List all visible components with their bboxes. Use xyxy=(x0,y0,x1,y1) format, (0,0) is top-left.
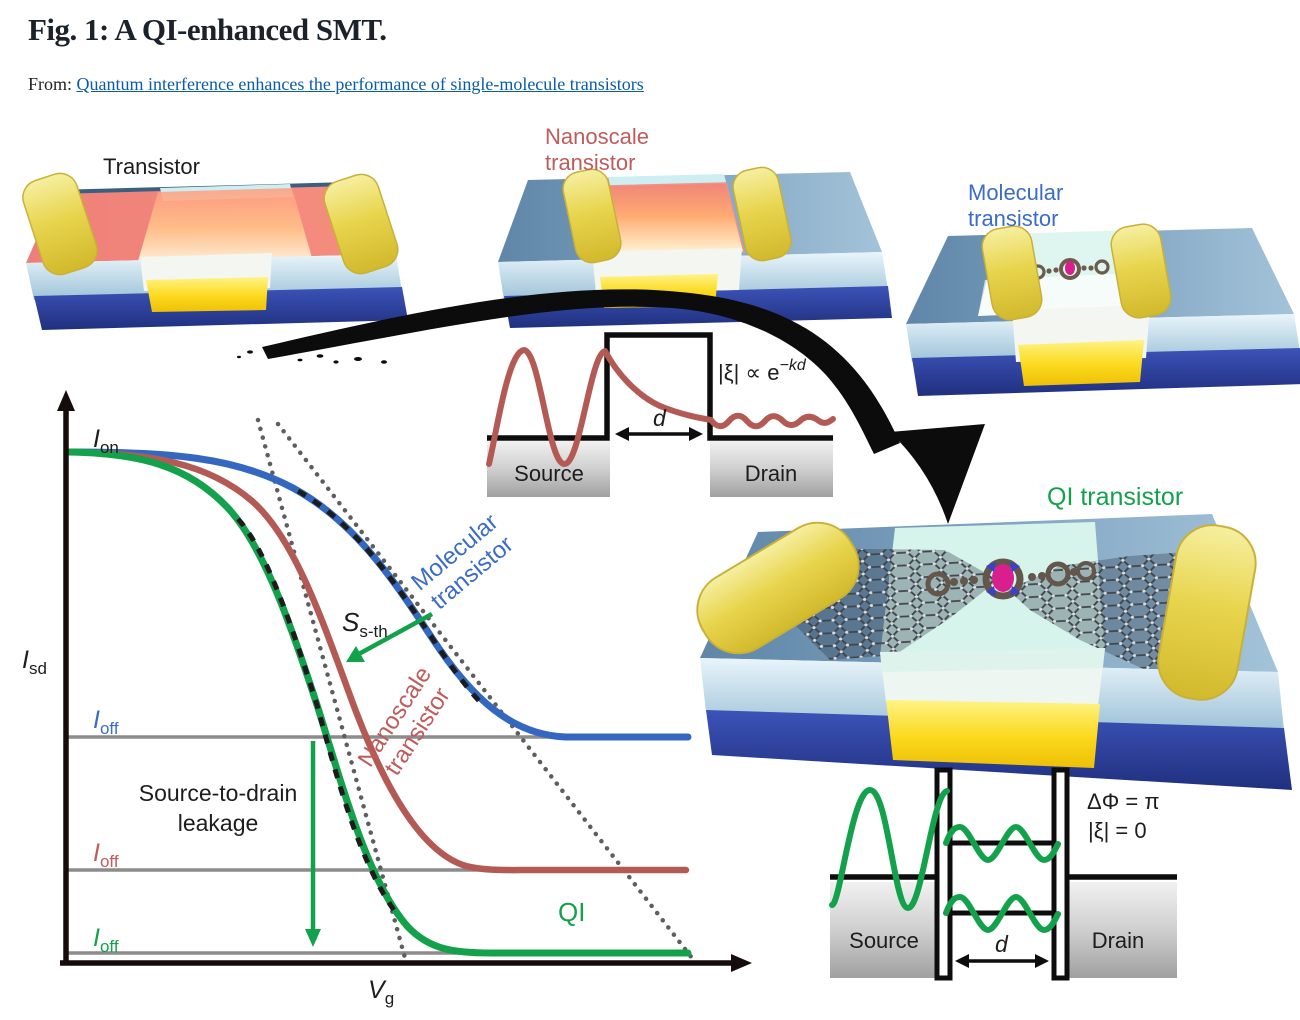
i-off-molecular-label: Ioff xyxy=(93,706,119,738)
brush-arrow-head xyxy=(890,424,985,524)
chipqi-electrode-right xyxy=(1157,524,1257,701)
dashed-overlay-qi xyxy=(236,517,399,915)
x-axis-label: Vg xyxy=(368,976,394,1008)
inset2-drain-label: Drain xyxy=(1092,928,1145,953)
inset2-level-wave-lower xyxy=(943,893,1061,934)
chip2-electrode-right xyxy=(732,166,792,262)
inset1-barrier xyxy=(487,332,833,441)
leakage-label-line2: leakage xyxy=(178,810,259,836)
chip-transistor: Transistor xyxy=(22,154,408,330)
chip1-electrode-left xyxy=(22,172,98,276)
chip3-electrode-right xyxy=(1110,223,1172,319)
inset1-d-arrow xyxy=(615,427,703,441)
inset2-drain-box xyxy=(1067,882,1177,978)
curve-molecular xyxy=(64,448,692,741)
chip1-channel-glow xyxy=(138,188,312,261)
i-off-nanoscale-label: Ioff xyxy=(93,839,119,871)
chip2-label-line1: Nanoscale xyxy=(545,124,649,149)
figure-title: Fig. 1: A QI-enhanced SMT. xyxy=(28,12,387,47)
chip-qi: QI transistor xyxy=(696,483,1292,790)
inset2-phase-formula: ΔΦ = π xyxy=(1087,789,1160,814)
dashed-overlay-molecular xyxy=(296,488,486,708)
inset2-level-wave-upper xyxy=(943,823,1061,864)
chipqi-molecule xyxy=(925,558,1096,600)
tunneling-inset: d |ξ| ∝ e−kd Source Drain xyxy=(486,332,836,497)
chipqi-gate xyxy=(886,700,1100,768)
brush-arrow-shaft xyxy=(262,289,900,454)
curve-qi-label: QI xyxy=(558,897,585,927)
curve-qi xyxy=(64,448,692,957)
tangent-dotted-shallow xyxy=(275,421,695,961)
chip3-gate xyxy=(1018,340,1144,386)
curve-molecular-label: Moleculartransistor xyxy=(406,509,520,617)
figure-source-line: From: Quantum interference enhances the … xyxy=(28,74,1268,95)
chip-molecular: Molecular transistor xyxy=(906,180,1300,396)
chipqi-label: QI transistor xyxy=(1047,483,1183,511)
inset1-d-label: d xyxy=(653,405,667,431)
i-off-qi-label: Ioff xyxy=(93,924,119,956)
inset1-drain-label: Drain xyxy=(745,461,798,486)
tangent-dotted-steep xyxy=(255,417,408,961)
y-axis-label: Isd xyxy=(22,646,47,678)
chip1-gate xyxy=(146,277,268,312)
chip1-electrode-right xyxy=(323,173,399,275)
chipqi-electrode-left xyxy=(696,521,860,655)
i-on-label: Ion xyxy=(93,425,119,457)
leakage-arrow xyxy=(305,741,321,947)
chip2-label-line2: transistor xyxy=(545,150,635,175)
chip1-label: Transistor xyxy=(103,154,200,179)
qi-tunneling-inset: d ΔΦ = π |ξ| = 0 Source Drain xyxy=(829,767,1177,981)
inset1-wavefunction xyxy=(486,347,836,467)
leakage-label-line1: Source-to-drain xyxy=(139,780,298,806)
chip3-label-line2: transistor xyxy=(968,206,1058,231)
figure-header: Fig. 1: A QI-enhanced SMT. From: Quantum… xyxy=(28,0,1268,95)
chipqi-center-cyan xyxy=(880,648,1105,672)
inset2-barrier-right xyxy=(1051,767,1070,981)
curve-nanoscale-label: Nanoscaletransistor xyxy=(353,662,460,787)
inset2-source-box xyxy=(830,882,938,978)
inset2-source-wave xyxy=(829,786,950,912)
inset1-formula: |ξ| ∝ e−kd xyxy=(718,357,807,385)
brush-arrow xyxy=(237,289,985,524)
curve-nanoscale xyxy=(64,448,690,874)
s-sth-label: Ss-th xyxy=(342,607,388,641)
inset1-source-label: Source xyxy=(514,461,584,486)
article-link[interactable]: Quantum interference enhances the perfor… xyxy=(76,74,644,94)
inset2-d-label: d xyxy=(995,931,1009,957)
chip2-electrode-left xyxy=(562,168,622,264)
inset2-d-arrow xyxy=(955,954,1049,968)
transfer-graph: Ion Isd Ioff Ioff Ioff Ss-th Vg Molecula… xyxy=(22,390,752,1008)
from-label: From: xyxy=(28,74,73,94)
inset2-source-label: Source xyxy=(849,928,919,953)
x-axis-arrowhead xyxy=(731,954,752,972)
inset2-barrier-left xyxy=(934,767,953,981)
inset1-drain-box xyxy=(710,441,833,497)
chip3-label-line1: Molecular xyxy=(968,180,1063,205)
s-sth-arrow xyxy=(346,612,434,662)
inset2-xi-formula: |ξ| = 0 xyxy=(1088,818,1147,843)
chip3-electrode-left xyxy=(981,225,1043,321)
inset1-source-box xyxy=(487,441,610,497)
y-axis-arrowhead xyxy=(57,390,75,411)
